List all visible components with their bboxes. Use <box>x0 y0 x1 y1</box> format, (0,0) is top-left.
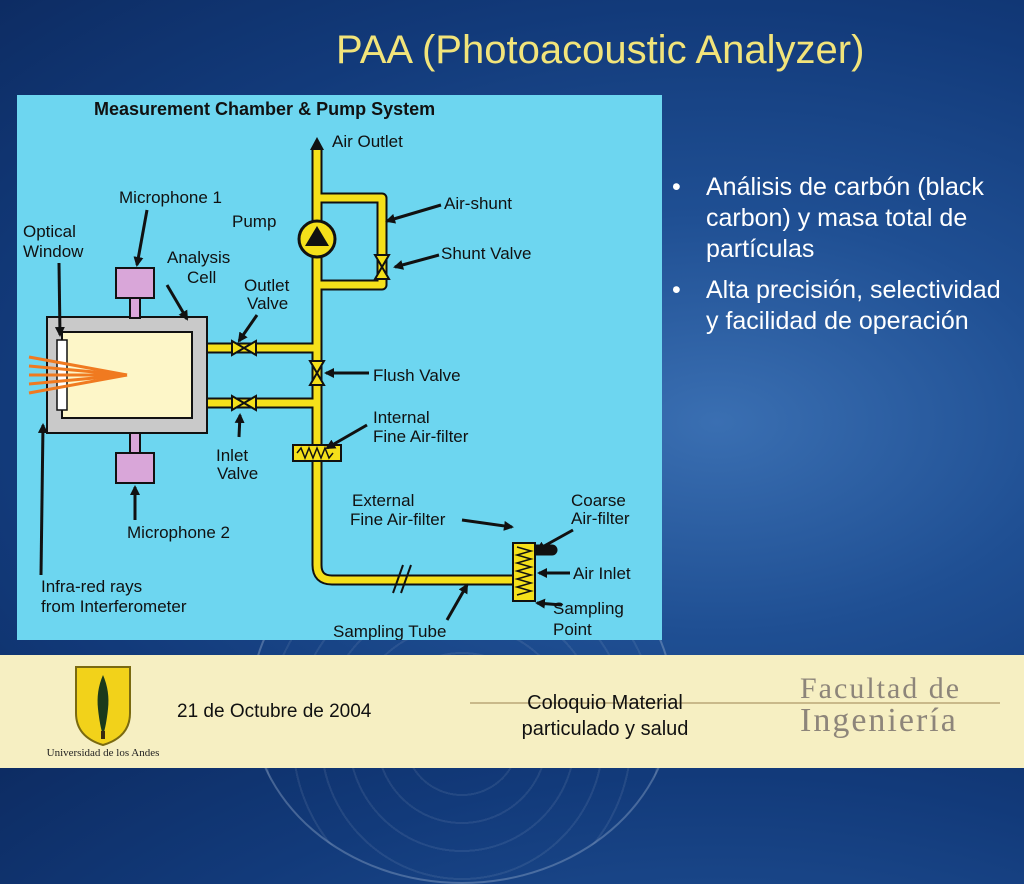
label-infrared-2: from Interferometer <box>41 597 187 616</box>
shunt-valve <box>373 254 391 280</box>
label-air-shunt: Air-shunt <box>444 194 512 213</box>
label-internal-filter-2: Fine Air-filter <box>373 427 469 446</box>
tube-break <box>392 564 412 594</box>
microphone-2 <box>115 432 155 484</box>
footer-date: 21 de Octubre de 2004 <box>177 701 372 722</box>
coarse-air-filter <box>512 542 536 602</box>
label-analysis-cell-1: Analysis <box>167 248 230 267</box>
label-coarse-filter-1: Coarse <box>571 491 626 510</box>
label-inlet-valve-2: Valve <box>217 464 258 483</box>
university-crest-icon <box>75 666 131 747</box>
faculty-line-1: Facultad de <box>800 672 962 705</box>
label-microphone-1: Microphone 1 <box>119 188 222 207</box>
label-air-inlet: Air Inlet <box>573 564 631 583</box>
footer-event: Coloquio Material particulado y salud <box>480 690 730 742</box>
inlet-valve <box>231 394 257 412</box>
bullet-marker: • <box>672 276 681 304</box>
label-sampling-point-2: Point <box>553 620 592 639</box>
bullet-list: • Análisis de carbón (black carbon) y ma… <box>668 172 1008 347</box>
event-line-2: particulado y salud <box>521 718 689 740</box>
footer-band: Universidad de los Andes 21 de Octubre d… <box>0 655 1024 768</box>
bullet-item: • Análisis de carbón (black carbon) y ma… <box>668 172 1008 265</box>
air-outlet-arrow <box>310 137 324 150</box>
label-shunt-valve: Shunt Valve <box>441 244 531 263</box>
bullet-text: Alta precisión, selectividad y facilidad… <box>706 276 1001 335</box>
university-logo: Universidad de los Andes <box>38 661 168 761</box>
flush-valve <box>308 360 326 386</box>
label-coarse-filter-2: Air-filter <box>571 509 630 528</box>
faculty-line-2: Ingeniería <box>800 702 958 739</box>
footer-divider <box>470 702 1000 704</box>
bullet-marker: • <box>672 173 681 201</box>
outlet-valve <box>231 339 257 357</box>
label-external-filter-2: Fine Air-filter <box>350 510 446 529</box>
label-external-filter-1: External <box>352 491 414 510</box>
slide-title: PAA (Photoacoustic Analyzer) <box>336 28 865 72</box>
measurement-chamber-diagram: Measurement Chamber & Pump System <box>17 95 662 640</box>
microphone-1 <box>115 267 155 319</box>
internal-fine-air-filter <box>292 444 342 462</box>
label-sampling-tube: Sampling Tube <box>333 622 446 640</box>
diagram-heading: Measurement Chamber & Pump System <box>94 99 435 119</box>
label-internal-filter-1: Internal <box>373 408 430 427</box>
bullet-text: Análisis de carbón (black carbon) y masa… <box>706 173 984 263</box>
label-pointers <box>37 203 574 621</box>
label-pump: Pump <box>232 212 276 231</box>
label-optical-window-2: Window <box>23 242 84 261</box>
label-inlet-valve-1: Inlet <box>216 446 248 465</box>
bullet-item: • Alta precisión, selectividad y facilid… <box>668 275 1008 337</box>
faculty-logo: Facultad de Ingeniería <box>800 673 1000 755</box>
label-analysis-cell-2: Cell <box>187 268 216 287</box>
label-air-outlet: Air Outlet <box>332 132 403 151</box>
label-flush-valve: Flush Valve <box>373 366 461 385</box>
university-name: Universidad de los Andes <box>46 747 160 759</box>
label-outlet-valve-1: Outlet <box>244 276 290 295</box>
pump <box>297 219 337 259</box>
label-infrared-1: Infra-red rays <box>41 577 142 596</box>
label-sampling-point-1: Sampling <box>553 599 624 618</box>
label-microphone-2: Microphone 2 <box>127 523 230 542</box>
label-outlet-valve-2: Valve <box>247 294 288 313</box>
event-line-1: Coloquio Material <box>527 692 683 714</box>
infrared-beam <box>28 355 128 395</box>
label-optical-window-1: Optical <box>23 222 76 241</box>
